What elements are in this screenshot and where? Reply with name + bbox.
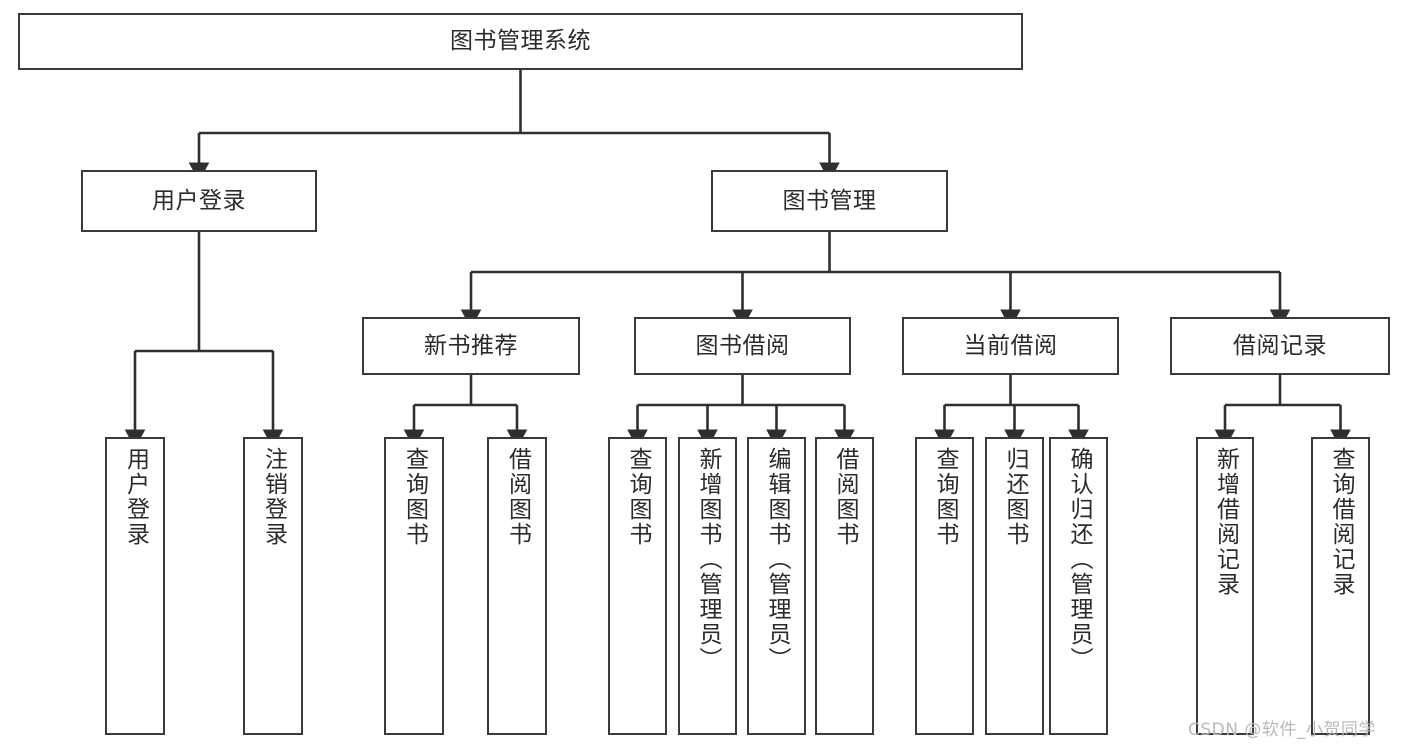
csdn-watermark: CSDN @软件_小贺同学	[1188, 720, 1376, 740]
node-root-system[interactable]: 图书管理系统	[18, 13, 1023, 70]
node-leaf-return-book[interactable]: 归还图书	[985, 437, 1044, 735]
node-label: 注销登录	[260, 447, 287, 547]
node-leaf-add-book[interactable]: 新增图书（管理员）	[678, 437, 737, 735]
node-borrow-record[interactable]: 借阅记录	[1170, 317, 1390, 375]
node-label: 当前借阅	[963, 332, 1058, 359]
node-label: 借阅图书	[504, 447, 531, 547]
node-label: 查询图书	[625, 447, 651, 547]
node-book-borrow[interactable]: 图书借阅	[634, 317, 851, 375]
node-leaf-add-record[interactable]: 新增借阅记录	[1196, 437, 1254, 735]
node-leaf-borrow-book-2[interactable]: 借阅图书	[815, 437, 874, 735]
node-book-manage[interactable]: 图书管理	[711, 170, 948, 232]
node-label: 用户登录	[122, 447, 149, 547]
node-label: 借阅记录	[1233, 332, 1327, 359]
node-label: 新增图书（管理员）	[695, 447, 721, 672]
node-label: 图书管理	[782, 187, 877, 214]
node-leaf-query-book-2[interactable]: 查询图书	[608, 437, 667, 735]
node-label: 用户登录	[152, 187, 246, 214]
node-label: 借阅图书	[832, 447, 858, 547]
node-current-borrow[interactable]: 当前借阅	[902, 317, 1119, 375]
node-leaf-query-book-3[interactable]: 查询图书	[915, 437, 974, 735]
node-label: 查询图书	[401, 447, 428, 547]
node-leaf-query-record[interactable]: 查询借阅记录	[1311, 437, 1370, 735]
node-leaf-edit-book[interactable]: 编辑图书（管理员）	[747, 437, 806, 735]
node-label: 确认归还（管理员）	[1066, 447, 1092, 672]
node-leaf-query-book-1[interactable]: 查询图书	[384, 437, 444, 735]
node-label: 新增借阅记录	[1212, 447, 1239, 597]
node-label: 编辑图书（管理员）	[764, 447, 790, 672]
node-leaf-confirm-return[interactable]: 确认归还（管理员）	[1049, 437, 1108, 735]
node-new-book-recommend[interactable]: 新书推荐	[362, 317, 580, 375]
node-leaf-user-login[interactable]: 用户登录	[105, 437, 165, 735]
node-label: 归还图书	[1002, 447, 1028, 547]
node-label: 查询借阅记录	[1328, 447, 1354, 597]
node-user-login[interactable]: 用户登录	[81, 170, 317, 232]
node-label: 新书推荐	[424, 332, 518, 359]
node-leaf-borrow-book-1[interactable]: 借阅图书	[487, 437, 547, 735]
node-leaf-logout[interactable]: 注销登录	[243, 437, 303, 735]
node-label: 查询图书	[932, 447, 958, 547]
node-label: 图书管理系统	[450, 28, 591, 55]
node-label: 图书借阅	[695, 332, 790, 359]
